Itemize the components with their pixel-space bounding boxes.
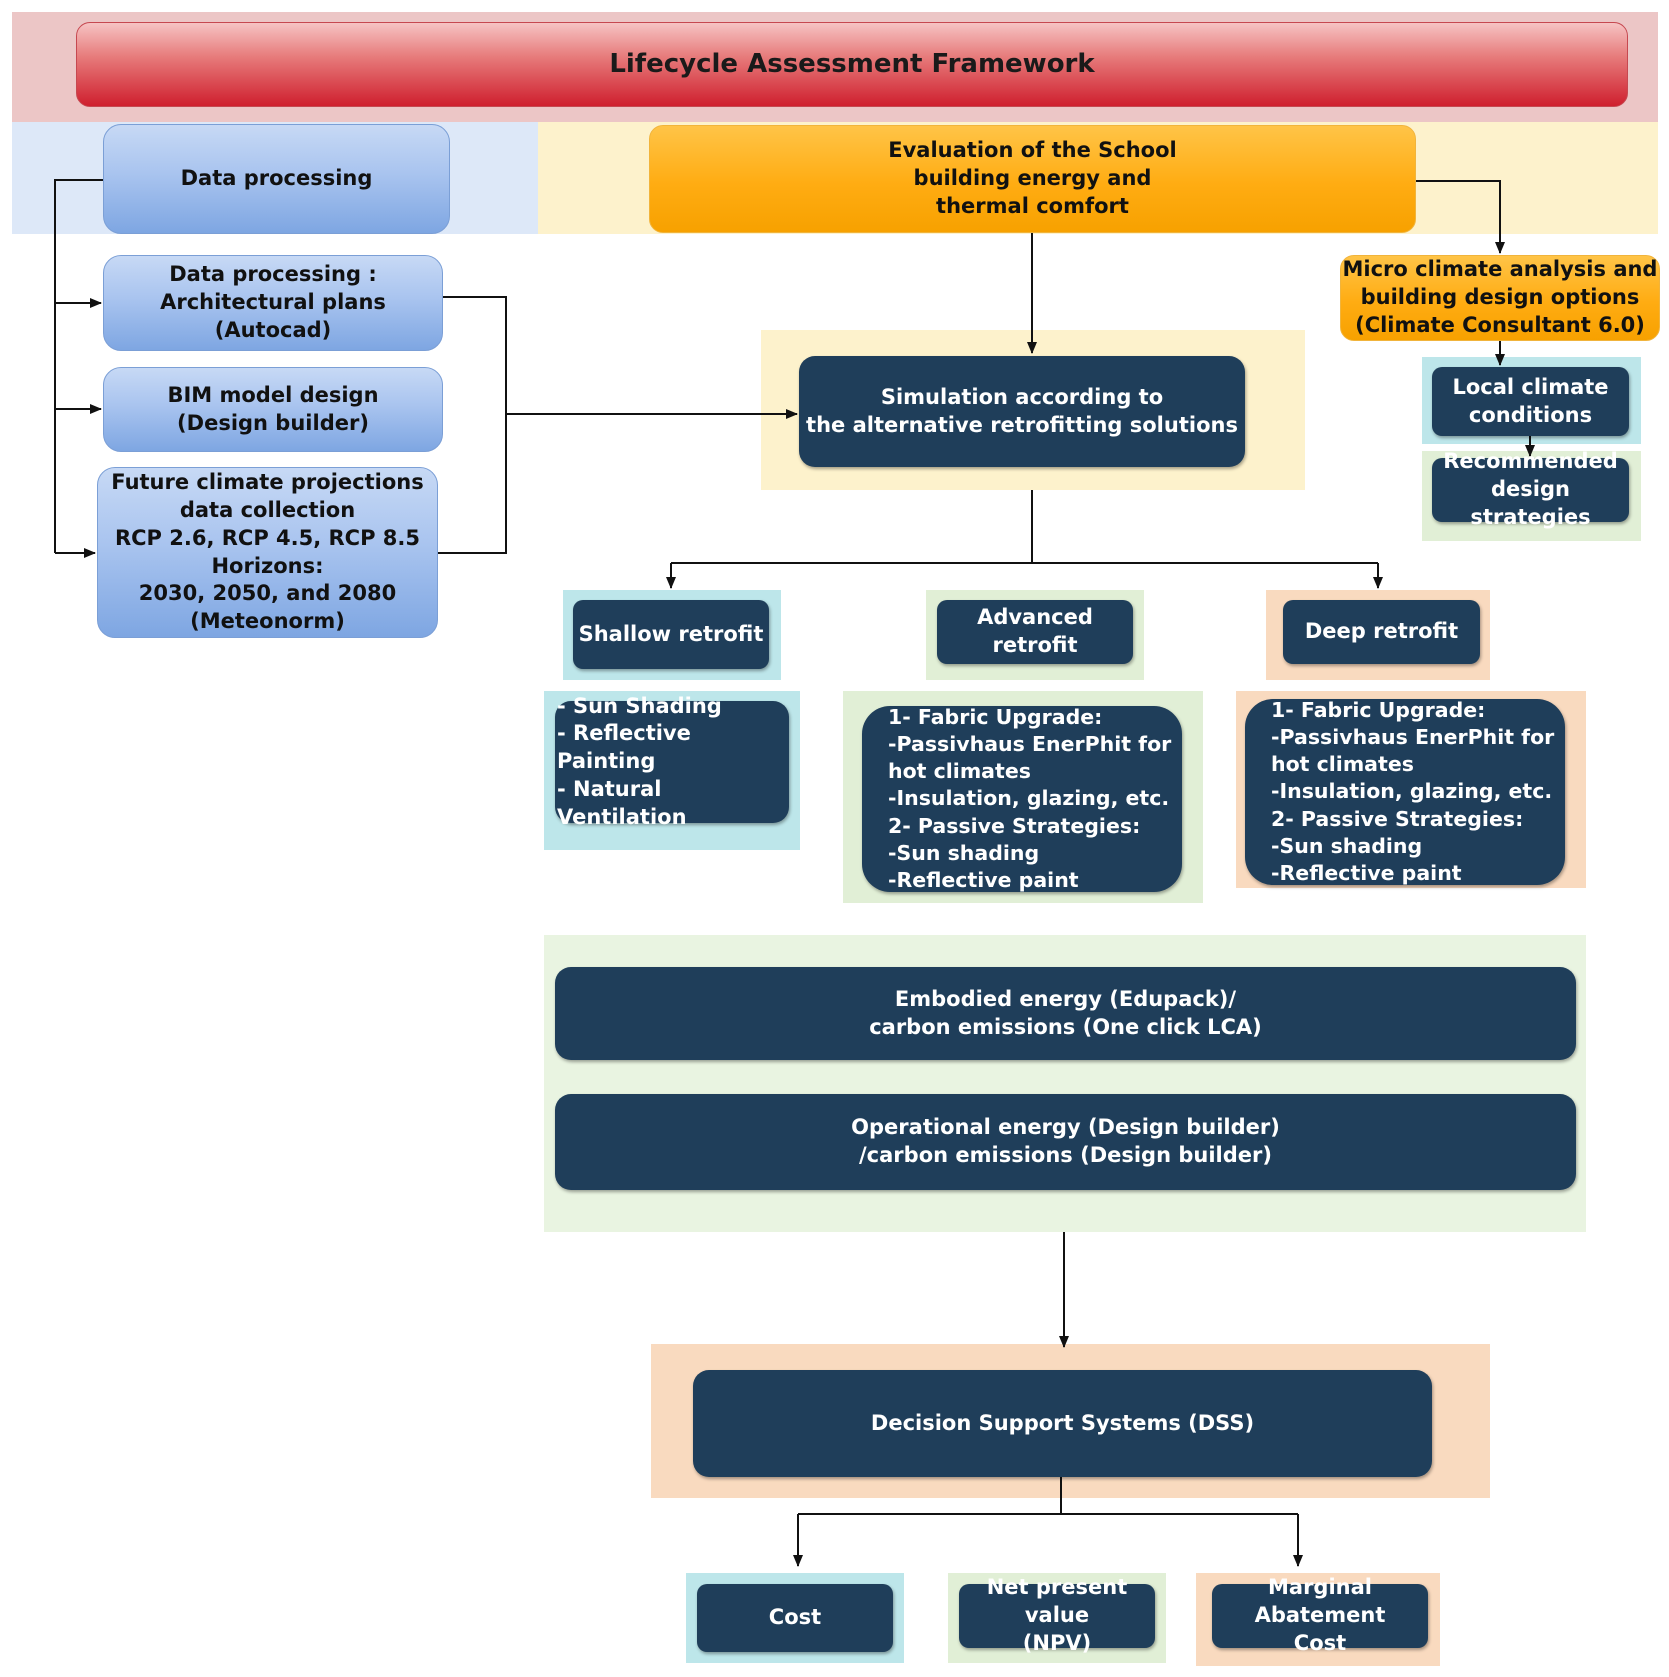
deep-retrofit-details: 1- Fabric Upgrade: -Passivhaus EnerPhit … [1245, 698, 1565, 885]
connector-left-bracket [54, 179, 103, 553]
shallow-retrofit-details: - Sun Shading - Reflective Painting - Na… [555, 694, 789, 829]
advanced-retrofit-node: Advanced retrofit [937, 600, 1133, 664]
embodied-energy-node: Embodied energy (Edupack)/ carbon emissi… [555, 967, 1576, 1060]
future-climate-node: Future climate projections data collecti… [97, 467, 438, 638]
diagram-title: Lifecycle Assessment Framework [76, 22, 1628, 107]
local-climate-node: Local climate conditions [1432, 367, 1629, 436]
npv-node: Net present value (NPV) [959, 1575, 1155, 1655]
evaluation-node: Evaluation of the School building energy… [649, 125, 1416, 233]
recommended-strategies-node: Recommended design strategies [1432, 449, 1629, 529]
shallow-retrofit-node: Shallow retrofit [573, 600, 769, 669]
bim-model-node: BIM model design (Design builder) [103, 367, 443, 452]
deep-retrofit-node: Deep retrofit [1283, 600, 1480, 664]
advanced-retrofit-details: 1- Fabric Upgrade: -Passivhaus EnerPhit … [862, 705, 1182, 892]
simulation-node: Simulation according to the alternative … [799, 356, 1245, 467]
arrow-evaluation-to-micro-climate [1416, 180, 1505, 254]
marginal-abatement-cost-node: Marginal Abatement Cost [1212, 1575, 1428, 1655]
data-processing-header: Data processing [103, 124, 450, 234]
cost-node: Cost [697, 1584, 893, 1652]
micro-climate-node: Micro climate analysis and building desi… [1340, 255, 1660, 341]
connector-right-bracket [438, 296, 507, 554]
architectural-plans-node: Data processing : Architectural plans (A… [103, 255, 443, 351]
dss-node: Decision Support Systems (DSS) [693, 1370, 1432, 1477]
operational-energy-node: Operational energy (Design builder) /car… [555, 1094, 1576, 1190]
